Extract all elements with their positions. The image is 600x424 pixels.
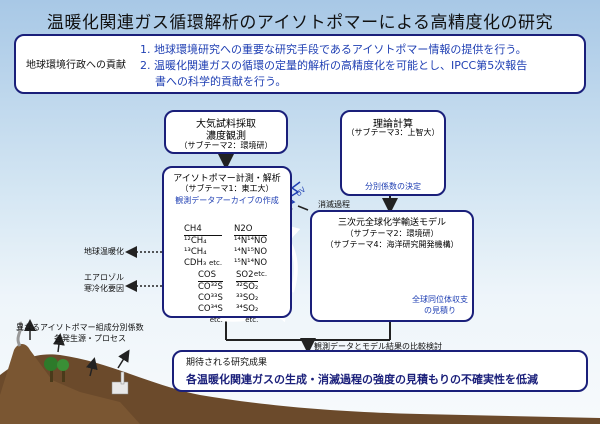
model-title: 三次元全球化学輸送モデル — [337, 218, 446, 228]
so2-header: SO2 — [236, 270, 259, 282]
sampling-line2: 濃度観測 — [206, 131, 246, 142]
ch4-block: CH4 ¹²CH₄ ¹³CH₄ CDH₃ etc. — [184, 224, 223, 269]
ch4-header: CH4 — [184, 224, 223, 236]
n2o-row: ¹⁴N¹⁵NO — [234, 247, 268, 257]
ch4-etc: etc. — [208, 259, 223, 267]
ch4-row: ¹²CH₄ — [184, 236, 207, 246]
volcano-shape — [0, 344, 140, 424]
isotopomer-sub: （サブテーマ1：東工大） — [180, 184, 274, 193]
aerosol-label-2: 寒冷化要因 — [84, 284, 124, 293]
sampling-box: 大気試料採取 濃度観測 （サブテーマ2：環境研） — [164, 110, 288, 154]
factory-icon — [111, 371, 129, 395]
comparison-label: 観測データとモデル結果の比較検討 — [314, 342, 442, 351]
cos-etc: etc. — [209, 316, 223, 324]
n2o-row: ¹⁴N¹⁴NO — [234, 236, 268, 246]
theory-note: 分別係数の決定 — [365, 182, 421, 191]
model-sub1: （サブテーマ2：環境研） — [345, 229, 439, 238]
ch4-row: ¹³CH₄ — [184, 247, 207, 257]
sampling-sub: （サブテーマ2：環境研） — [179, 141, 273, 150]
cos-row: CO³³S — [198, 293, 223, 303]
tree-icon — [44, 357, 69, 382]
n2o-block: N2O ¹⁴N¹⁴NO ¹⁴N¹⁵NO ¹⁵N¹⁴NO etc. — [234, 224, 268, 280]
page-title: 温暖化関連ガス循環解析のアイソトポマーによる高精度化の研究 — [46, 13, 554, 33]
model-note1: 全球同位体収支 — [412, 295, 468, 304]
cos-block: COS CO³²S CO³³S CO³⁴S etc. — [198, 270, 223, 326]
volcano-smoke — [16, 321, 23, 347]
depletion-label: 消滅過程 — [318, 200, 350, 209]
so2-etc: etc. — [245, 316, 259, 324]
cos-row: CO³⁴S — [198, 304, 223, 314]
theory-title: 理論計算 — [373, 119, 413, 130]
contribution-label: 地球環境行政への貢献 — [26, 60, 126, 71]
theory-sub: （サブテーマ3：上智大） — [346, 128, 440, 137]
so2-row: ³²SO₂ — [236, 282, 259, 292]
fractionation-label-1: 異なるアイソトポマー組成分別係数 — [16, 323, 144, 332]
cos-header: COS — [198, 270, 223, 282]
so2-row: ³³SO₂ — [236, 293, 259, 303]
ground-shape — [0, 354, 600, 424]
contribution-box: 地球環境行政への貢献 1. 地球環境研究への重要な研究手段であるアイソトポマー情… — [14, 34, 586, 94]
model-note2: の見積り — [424, 306, 456, 315]
cos-row: CO³²S — [198, 282, 223, 292]
model-sub2: （サブテーマ4：海洋研究開発機構） — [325, 240, 459, 249]
result-title: 期待される研究成果 — [186, 358, 268, 368]
so2-row: ³⁴SO₂ — [236, 304, 259, 314]
sampling-line1: 大気試料採取 — [196, 119, 256, 130]
result-box: 期待される研究成果 各温暖化関連ガスの生成・消滅過程の強度の見積もりの不確実性を… — [172, 350, 588, 392]
fractionation-label-2: 各発生源・プロセス — [54, 334, 126, 343]
aerosol-label-1: エアロゾル — [84, 273, 124, 282]
contribution-item-2: 2. 温暖化関連ガスの循環の定量的解析の高精度化を可能とし、IPCC第5次報告 — [140, 59, 528, 72]
isotopomer-note: 観測データアーカイブの作成 — [175, 196, 279, 205]
contribution-item-3: 書への科学的貢献を行う。 — [155, 75, 287, 88]
warming-label: 地球温暖化 — [84, 247, 124, 256]
contribution-item-1: 1. 地球環境研究への重要な研究手段であるアイソトポマー情報の提供を行う。 — [140, 43, 527, 56]
result-text: 各温暖化関連ガスの生成・消滅過程の強度の見積もりの不確実性を低減 — [186, 373, 538, 386]
n2o-etc: etc. — [253, 270, 268, 278]
uv-zigzag — [279, 181, 301, 210]
n2o-header: N2O — [234, 224, 268, 236]
n2o-row: ¹⁵N¹⁴NO — [234, 258, 268, 268]
so2-block: SO2 ³²SO₂ ³³SO₂ ³⁴SO₂ etc. — [236, 270, 259, 326]
model-box: 三次元全球化学輸送モデル （サブテーマ2：環境研） （サブテーマ4：海洋研究開発… — [310, 210, 474, 322]
theory-box: 理論計算 （サブテーマ3：上智大） 分別係数の決定 — [340, 110, 446, 196]
isotopomer-box: アイソトポマー計測・解析 （サブテーマ1：東工大） 観測データアーカイブの作成 … — [162, 166, 292, 324]
isotopomer-title: アイソトポマー計測・解析 — [173, 174, 281, 184]
ch4-row: CDH₃ — [184, 258, 207, 268]
